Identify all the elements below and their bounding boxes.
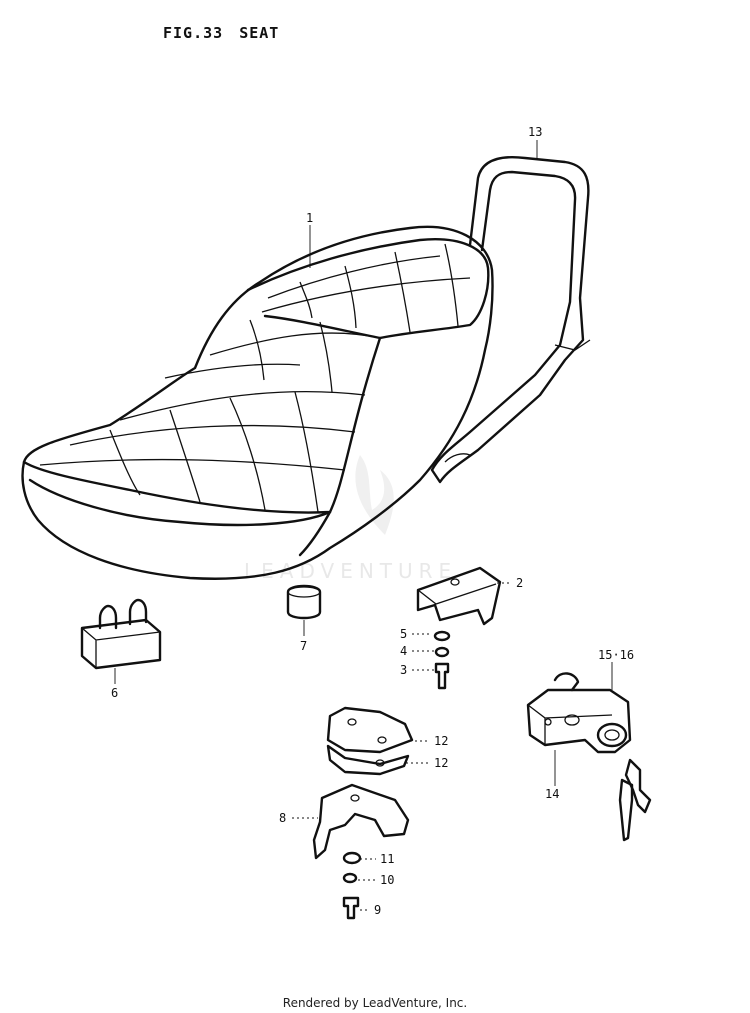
figure-number: FIG.33 [163,24,224,42]
fastener-set-lower [342,851,362,920]
grab-rail-part [430,156,591,484]
seat-buffer-part [80,598,162,670]
watermark-text: LEADVENTURE [244,559,457,583]
callout-8: 8 [279,811,286,825]
callout-9: 9 [374,903,381,917]
callout-14: 14 [545,787,559,801]
callout-12-upper: 12 [434,734,448,748]
callout-leaders [114,140,613,911]
callout-labels: 1 13 2 5 4 3 6 7 12 12 8 11 10 9 15·16 1… [111,125,634,917]
plate-parts [326,706,414,776]
callout-11: 11 [380,852,394,866]
figure-title: FIG.33 SEAT [163,24,279,42]
callout-3: 3 [400,663,407,677]
callout-5: 5 [400,627,407,641]
seat-lock-part [526,672,652,842]
callout-12-lower: 12 [434,756,448,770]
render-credit: Rendered by LeadVenture, Inc. [282,996,468,1010]
seat-part [21,225,494,580]
callout-4: 4 [400,644,407,658]
callout-7: 7 [300,639,307,653]
figure-name: SEAT [239,24,280,42]
callout-10: 10 [380,873,394,887]
callout-1: 1 [306,211,313,225]
fastener-set-upper [433,630,451,690]
callout-13: 13 [528,125,542,139]
callout-6: 6 [111,686,118,700]
callout-15-16: 15·16 [598,648,634,662]
callout-2: 2 [516,576,523,590]
bracket-part [416,566,502,626]
watermark: LEADVENTURE [244,455,457,583]
hinge-bracket-part [312,783,410,860]
cushion-part [286,584,322,620]
